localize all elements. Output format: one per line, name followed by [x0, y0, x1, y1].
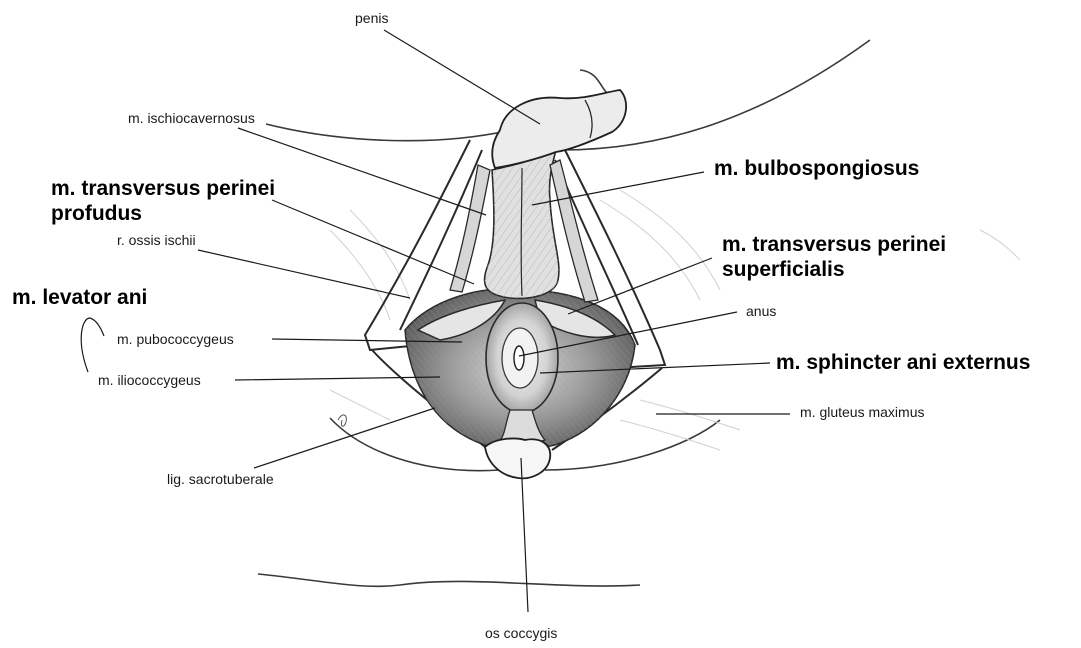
label-sacrotuberale: lig. sacrotuberale: [167, 472, 274, 486]
upper-thigh-line: [266, 124, 520, 141]
os-coccygis-bone: [485, 438, 550, 478]
label-pubococcygeus: m. pubococcygeus: [117, 332, 234, 346]
ischiocavernosus-left: [450, 165, 490, 292]
label-bulbospongiosus: m. bulbospongiosus: [714, 156, 919, 181]
label-transversus-perinei-profundus: m. transversus perinei profudus: [51, 176, 275, 226]
label-ramus-ossis-ischii: r. ossis ischii: [117, 233, 196, 247]
artist-mark: [338, 415, 346, 426]
label-transversus-perinei-superficialis: m. transversus perinei superficialis: [722, 232, 946, 282]
lower-skin-fold: [258, 574, 640, 586]
upper-thigh-fold: [580, 70, 610, 95]
label-sphincter-ani-externus: m. sphincter ani externus: [776, 350, 1030, 375]
levator-ani-bracket: [81, 318, 104, 372]
leader-coccygis: [521, 458, 528, 612]
leader-penis: [384, 30, 540, 124]
leader-iliococcygeus: [235, 377, 440, 380]
label-os-coccygis: os coccygis: [485, 626, 557, 640]
label-iliococcygeus: m. iliococcygeus: [98, 373, 201, 387]
anus-opening: [514, 346, 524, 370]
label-levator-ani: m. levator ani: [12, 285, 147, 310]
label-anus: anus: [746, 304, 776, 318]
label-penis: penis: [355, 11, 388, 25]
label-gluteus-maximus: m. gluteus maximus: [800, 405, 924, 419]
leader-sacrotuberale: [254, 408, 435, 468]
leader-transversus-profundus: [272, 200, 474, 284]
label-ischiocavernosus: m. ischiocavernosus: [128, 111, 255, 125]
leader-ossis-ischii: [198, 250, 410, 298]
penis-shape: [492, 90, 626, 168]
